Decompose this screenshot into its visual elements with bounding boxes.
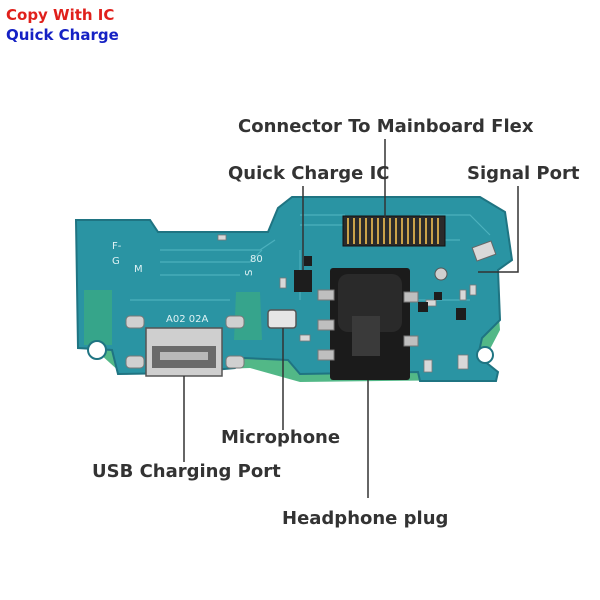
usb-mount-tabs <box>125 315 245 369</box>
jack-pins <box>317 289 419 361</box>
leader-signal-port <box>478 186 519 273</box>
mainboard-flex-connector <box>342 215 446 247</box>
label-connector-to-mainboard-flex: Connector To Mainboard Flex <box>238 116 534 137</box>
pcb-traces <box>130 214 491 301</box>
connector-pins <box>347 218 439 244</box>
left-hole <box>87 340 107 360</box>
signal-port-socket <box>434 267 448 281</box>
silk-m: M <box>134 264 143 275</box>
silk-s: S <box>244 270 255 276</box>
callout-leaders <box>183 139 519 498</box>
signal-port <box>471 240 497 262</box>
silk-fg-bottom: G <box>112 256 120 267</box>
silk-model: A02 02A <box>166 314 208 325</box>
label-headphone-plug: Headphone plug <box>282 508 449 529</box>
label-usb-charging-port: USB Charging Port <box>92 461 281 482</box>
label-quick-charge-ic: Quick Charge IC <box>228 163 390 184</box>
quick-charge-ic <box>294 270 312 292</box>
quick-charge-badge: Quick Charge <box>6 26 119 44</box>
left-cutout <box>84 290 112 345</box>
label-microphone: Microphone <box>221 427 341 448</box>
copy-with-ic-badge: Copy With IC <box>6 6 115 24</box>
small-ics <box>418 292 466 320</box>
label-signal-port: Signal Port <box>467 163 580 184</box>
microphone <box>267 309 297 329</box>
right-hole <box>476 346 494 364</box>
silk-80: 80 <box>250 254 263 265</box>
silk-fg-top: F- <box>112 241 122 252</box>
smd-components <box>217 234 477 373</box>
